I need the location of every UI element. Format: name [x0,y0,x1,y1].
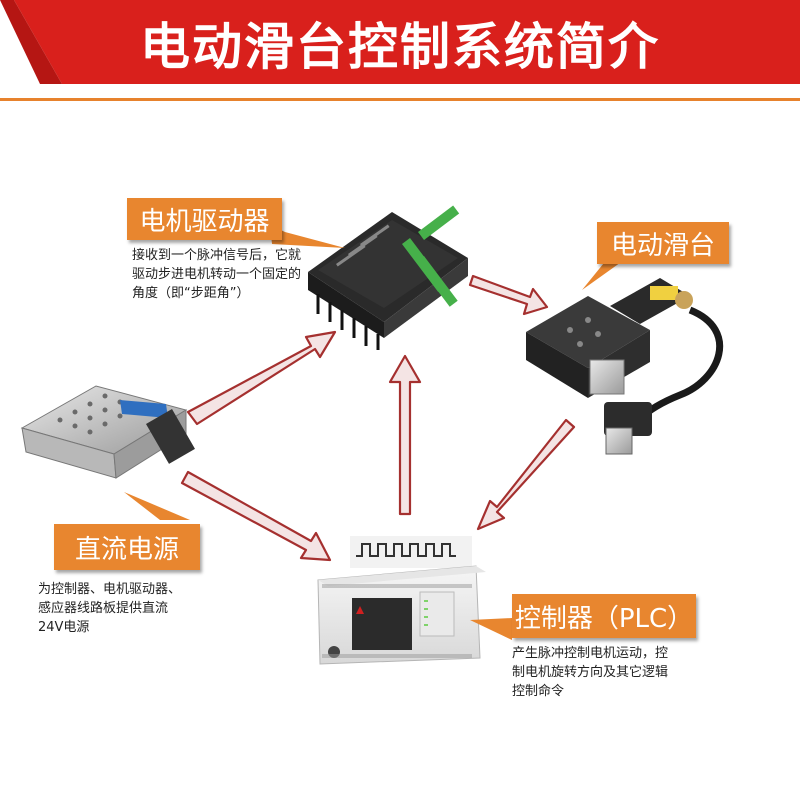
plc-label-pointer [470,618,512,640]
stage-label: 电动滑台 [597,222,729,264]
title-underline [0,98,800,101]
arrow-plc-to-driver [388,354,422,516]
arrow-driver-to-stage [468,274,549,316]
power-description: 为控制器、电机驱动器、 感应器线路板提供直流 24V电源 [38,580,228,637]
driver-label-pointer [270,225,345,248]
plc-desc-line: 控制命令 [512,684,565,699]
page-title: 电动滑台控制系统简介 [140,18,660,76]
plc-device [317,565,486,665]
stage-device [526,278,723,455]
title-banner-bg [0,0,800,84]
power-supply-device [20,385,195,479]
plc-desc-line: 制电机旋转方向及其它逻辑 [512,665,669,680]
pulse-signal-graphic [350,536,472,568]
driver-desc-line: 接收到一个脉冲信号后，它就 [132,248,302,263]
plc-desc-line: 产生脉冲控制电机运动，控 [512,646,669,661]
plc-description: 产生脉冲控制电机运动，控 制电机旋转方向及其它逻辑 控制命令 [512,644,697,701]
arrow-power-to-plc [180,470,332,562]
power-desc-line: 24V电源 [38,620,90,635]
plc-label: 控制器（PLC） [512,594,696,638]
power-desc-line: 为控制器、电机驱动器、 [38,582,182,597]
driver-device [308,205,468,350]
arrow-stage-to-plc [476,418,576,531]
arrow-power-to-driver [186,330,337,426]
driver-desc-line: 角度（即“步距角”） [132,286,250,301]
power-label-pointer [124,492,190,520]
driver-description: 接收到一个脉冲信号后，它就 驱动步进电机转动一个固定的 角度（即“步距角”） [132,246,307,303]
stage-label-pointer [582,258,624,290]
power-label: 直流电源 [54,524,200,570]
power-desc-line: 感应器线路板提供直流 [38,601,169,616]
driver-label: 电机驱动器 [127,198,282,240]
driver-desc-line: 驱动步进电机转动一个固定的 [132,267,302,282]
